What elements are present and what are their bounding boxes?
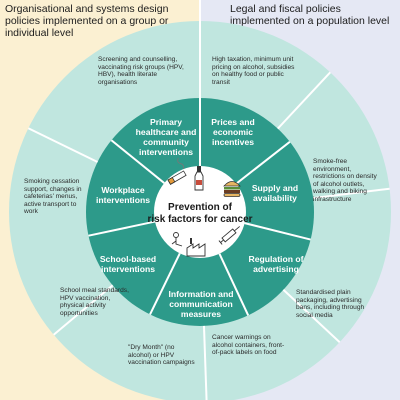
cigarette-icon	[167, 157, 187, 185]
example-workplace: Smoking cessation support, changes in ca…	[24, 178, 82, 215]
segment-label-supply-line: Supply and	[252, 183, 298, 193]
outer-separator-1	[277, 71, 331, 130]
outer-separator-6	[27, 127, 98, 163]
example-prices: High taxation, minimum unit pricing on a…	[212, 56, 294, 86]
segment-label-workplace-line: Workplace	[101, 185, 145, 195]
segment-label-information-line: Information and	[169, 289, 234, 299]
left-header: Organisational and systems design polici…	[5, 3, 169, 39]
segment-label-regulation-line: advertising	[253, 264, 299, 274]
segment-label-workplace-line: interventions	[96, 195, 150, 205]
right-header: Legal and fiscal policies implemented on…	[230, 3, 390, 27]
center-circle	[154, 166, 246, 258]
example-regulation: Standardised plain packaging, advertisin…	[296, 289, 364, 319]
center-title-line1: Prevention of	[168, 202, 233, 213]
segment-label-school-line: interventions	[101, 264, 155, 274]
segment-label-information-line: measures	[181, 309, 221, 319]
segment-label-prices-line: economic	[213, 127, 253, 137]
segment-label-prices-line: incentives	[212, 137, 254, 147]
sun-tanning-icon	[171, 232, 183, 247]
outer-separator-3	[282, 289, 341, 343]
outer-separator-2	[313, 187, 390, 200]
center-title-line2: risk factors for cancer	[147, 214, 252, 225]
inner-separator-4	[149, 252, 181, 315]
segment-label-supply-line: availability	[253, 193, 297, 203]
example-primary: Screening and counselling, vaccinating r…	[98, 56, 184, 86]
outer-separator-5	[53, 284, 114, 336]
syringe-icon	[218, 226, 240, 245]
example-info-right: Cancer warnings on alcohol containers, f…	[212, 334, 284, 356]
inner-separator-5	[88, 220, 156, 237]
inner-separator-6	[110, 139, 165, 184]
wine-bottle-icon	[194, 166, 204, 191]
burger-icon	[223, 181, 241, 197]
example-school: School meal standards, HPV vaccination, …	[60, 287, 129, 317]
segment-label-primary-line: community	[143, 137, 189, 147]
example-info-left: "Dry Month" (no alcohol) or HPV vaccinat…	[128, 344, 195, 366]
segment-label-primary-line: interventions	[139, 147, 193, 157]
example-supply: Smoke-free environment, restrictions on …	[313, 158, 377, 203]
inner-separator-2	[244, 222, 311, 241]
inner-separator-1	[235, 141, 291, 185]
outer-separator-4	[202, 325, 208, 400]
segment-label-information-line: communication	[169, 299, 233, 309]
segment-label-school-line: School-based	[100, 254, 156, 264]
segment-label-prices-line: Prices and	[211, 117, 254, 127]
factory-icon	[186, 238, 206, 257]
inner-separator-3	[218, 253, 250, 316]
segment-label-primary-line: Primary	[150, 117, 182, 127]
segment-label-primary-line: healthcare and	[136, 127, 197, 137]
segment-label-regulation-line: Regulation of	[249, 254, 304, 264]
